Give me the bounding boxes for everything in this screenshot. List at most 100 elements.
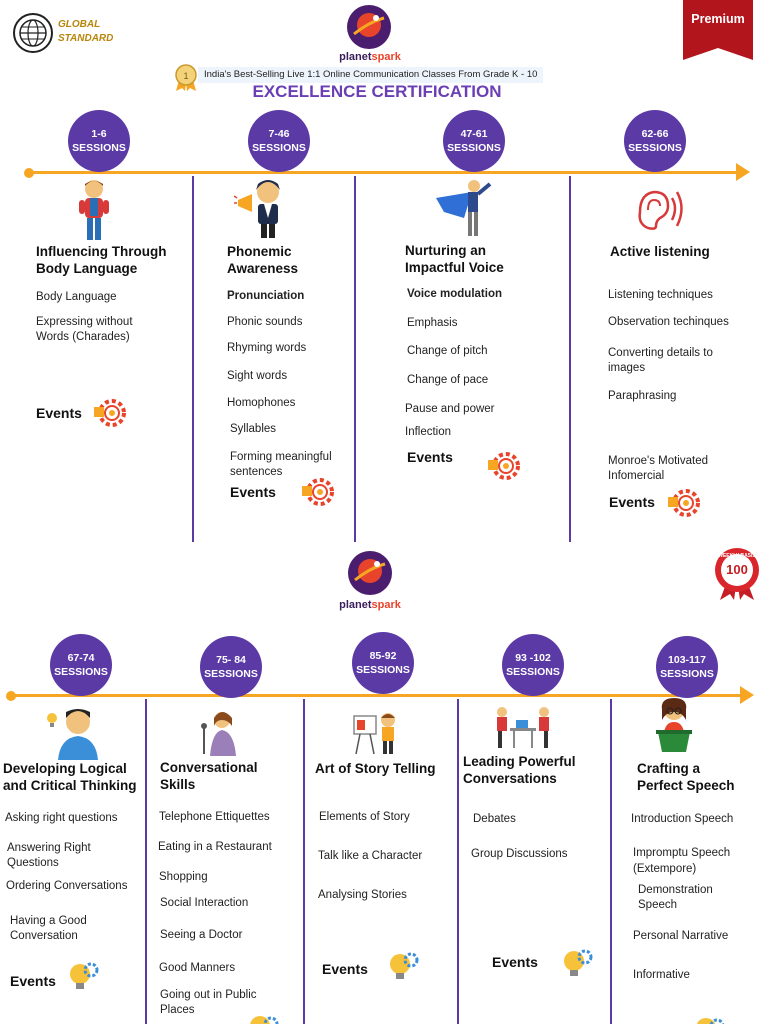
topic-title: Leading Powerful: [463, 754, 576, 769]
bulb-gear-events-icon: [564, 949, 593, 976]
list-item: Ordering Conversations: [6, 880, 128, 892]
list-item: Words (Charades): [36, 331, 130, 343]
topic-title: Phonemic: [227, 244, 292, 259]
events-label: Events: [492, 954, 538, 970]
bulb-gear-events-icon: [696, 1018, 725, 1024]
topic-title: and Critical Thinking: [3, 778, 137, 793]
divider: [610, 699, 612, 1024]
list-item: Change of pace: [407, 374, 489, 386]
list-item: Monroe's Motivated: [608, 455, 708, 467]
bulb-gear-events-icon: [250, 1016, 279, 1024]
session-badge-4: 62-66 SESSIONS: [624, 110, 686, 172]
session-range: 75- 84: [216, 654, 246, 666]
topic-title: Crafting a: [637, 761, 701, 776]
list-item: (Extempore): [633, 863, 697, 875]
list-item: Expressing without: [36, 316, 133, 328]
list-item: Impromptu Speech: [633, 847, 731, 859]
list-item: Pause and power: [405, 403, 495, 415]
list-item: Phonic sounds: [227, 316, 303, 328]
list-item: Syllables: [230, 423, 277, 435]
events-label: Events: [322, 961, 368, 977]
planetspark-logo-middle: planetspark: [330, 550, 410, 616]
session-badge-2: 7-46 SESSIONS: [248, 110, 310, 172]
session-word: SESSIONS: [356, 664, 410, 676]
topic-title: Body Language: [36, 261, 138, 276]
list-item: Eating in a Restaurant: [158, 841, 272, 853]
list-item: Listening techniques: [608, 289, 713, 301]
medal-icon: 1: [174, 64, 198, 92]
timeline-line-top: [28, 171, 738, 174]
list-item: Questions: [7, 857, 59, 869]
brand-planet: planet: [339, 51, 372, 63]
list-item: Rhyming words: [227, 342, 307, 354]
medal-number: 1: [183, 71, 188, 81]
timeline-line-bottom: [10, 694, 742, 697]
events-label: Events: [609, 494, 655, 510]
list-item: Answering Right: [7, 842, 91, 854]
session-word: SESSIONS: [72, 142, 126, 154]
bulb-gear-events-icon: [70, 962, 99, 989]
badge-number: 100: [726, 562, 748, 577]
session-range: 47-61: [460, 128, 488, 140]
list-item: Talk like a Character: [318, 850, 423, 862]
session-badge-9: 103-117 SESSIONS: [656, 636, 718, 698]
session-word: SESSIONS: [252, 142, 306, 154]
list-item: Telephone Ettiquettes: [159, 811, 270, 823]
superhero-icon: [436, 180, 492, 236]
list-item: Voice modulation: [407, 288, 502, 300]
global-standard-logo: GLOBAL STANDARD: [12, 12, 132, 54]
girl-at-podium-icon: [656, 698, 692, 752]
list-item: Body Language: [36, 291, 117, 303]
session-word: SESSIONS: [628, 142, 682, 154]
globe-icon: [13, 13, 53, 53]
session-word: SESSIONS: [204, 668, 258, 680]
topic-title: Active listening: [610, 244, 710, 259]
brand-spark: spark: [371, 599, 401, 611]
standard-label: STANDARD: [58, 33, 114, 44]
gear-events-icon: [488, 452, 520, 480]
session-range: 93 -102: [515, 652, 551, 664]
gear-events-icon: [668, 489, 700, 517]
gear-events-icon: [302, 478, 334, 506]
planet-logo-icon: [348, 551, 392, 595]
thinking-boy-icon: [47, 709, 98, 760]
list-item: Conversation: [10, 930, 78, 942]
tagline-text: India's Best-Selling Live 1:1 Online Com…: [204, 69, 538, 80]
hundred-badge: WEEKLY BASIS 100: [712, 546, 762, 600]
events-label: Events: [230, 484, 276, 500]
planetspark-logo-top: planetspark: [330, 4, 410, 68]
list-item: Social Interaction: [160, 897, 249, 909]
list-item: Going out in Public: [160, 989, 257, 1001]
list-item: Sight words: [227, 370, 288, 382]
session-badge-5: 67-74 SESSIONS: [50, 634, 112, 696]
list-item: Personal Narrative: [633, 930, 729, 942]
list-item: Converting details to: [608, 347, 713, 359]
list-item: Informative: [633, 969, 690, 981]
list-item: Analysing Stories: [318, 889, 407, 901]
premium-label: Premium: [691, 12, 745, 26]
session-word: SESSIONS: [54, 666, 108, 678]
premium-ribbon: Premium: [683, 0, 753, 60]
topic-title: Nurturing an: [405, 243, 486, 258]
divider: [145, 699, 147, 1024]
speaker-girl-icon: [201, 712, 236, 756]
events-label: Events: [10, 973, 56, 989]
list-item: Having a Good: [10, 915, 87, 927]
divider: [192, 176, 194, 542]
list-item: Paraphrasing: [608, 390, 677, 402]
list-item: Speech: [638, 899, 678, 911]
topic-title: Influencing Through: [36, 244, 167, 259]
session-word: SESSIONS: [506, 666, 560, 678]
topic-title: Awareness: [227, 261, 299, 276]
session-badge-7: 85-92 SESSIONS: [352, 632, 414, 694]
events-label: Events: [407, 449, 453, 465]
brand-planet: planet: [339, 599, 372, 611]
session-range: 7-46: [268, 128, 290, 140]
list-item: Group Discussions: [471, 848, 568, 860]
topic-title: Conversational: [160, 760, 258, 775]
events-label: Events: [36, 405, 82, 421]
list-item: Asking right questions: [5, 812, 118, 824]
session-range: 62-66: [641, 128, 669, 140]
session-word: SESSIONS: [660, 668, 714, 680]
list-item: Shopping: [159, 871, 208, 883]
